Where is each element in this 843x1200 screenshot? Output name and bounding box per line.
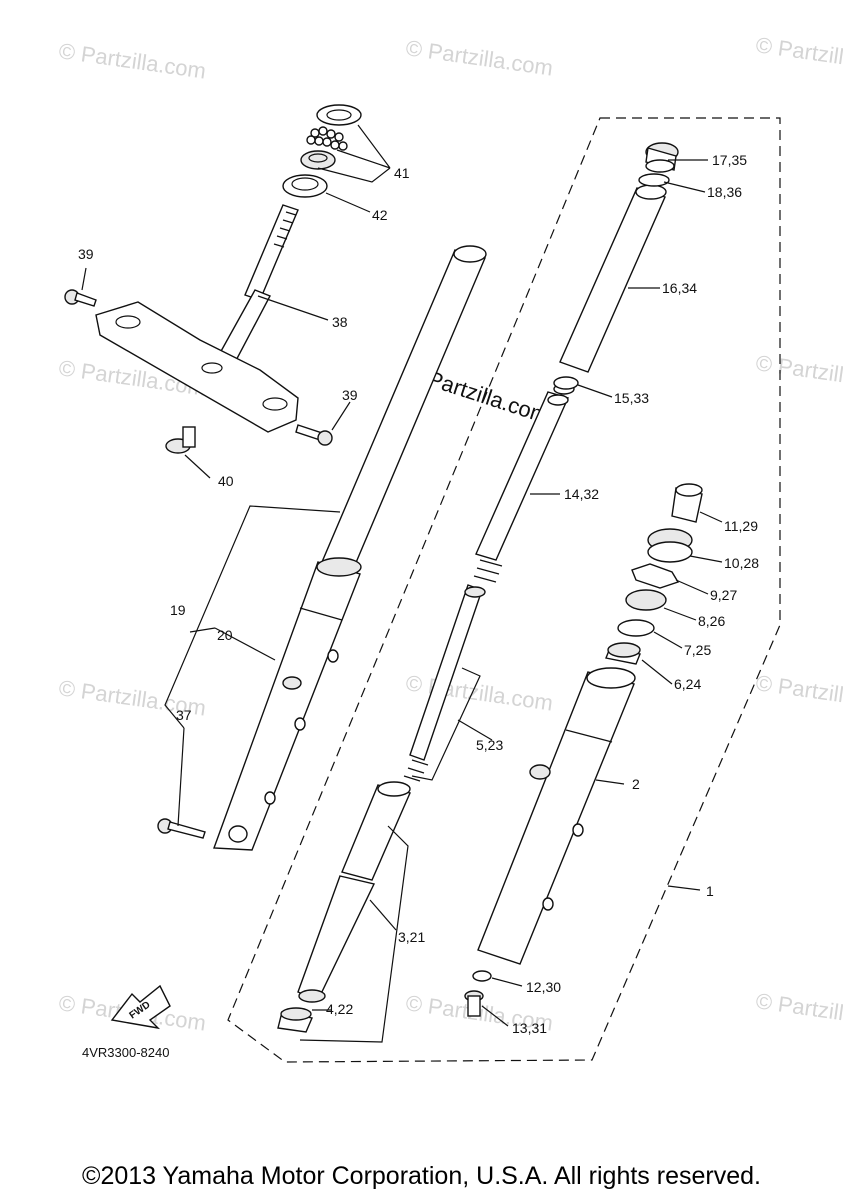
callout-8-26: 8,26 xyxy=(698,613,725,629)
left-fork-assembly xyxy=(157,245,487,851)
callout-7-25: 7,25 xyxy=(684,642,711,658)
callout-5-23: 5,23 xyxy=(476,737,503,753)
outer-tube-right xyxy=(477,671,635,965)
assembly-boundary xyxy=(227,117,781,1063)
callout-4-22: 4,22 xyxy=(326,1001,353,1017)
callout-15-33: 15,33 xyxy=(614,390,649,406)
callout-10-28: 10,28 xyxy=(724,555,759,571)
callout-2: 2 xyxy=(632,776,640,792)
steering-stem-thread xyxy=(244,204,299,301)
callout-14-32: 14,32 xyxy=(564,486,599,502)
under-bracket xyxy=(95,301,299,433)
clip-9 xyxy=(631,563,680,589)
damper-internals xyxy=(277,142,679,1033)
watermark: © Partzilla.com xyxy=(754,350,843,395)
callout-16-34: 16,34 xyxy=(662,280,697,296)
damper-tube xyxy=(341,784,411,881)
collar-40 xyxy=(165,426,196,454)
callout-1: 1 xyxy=(706,883,714,899)
callout-39-right: 39 xyxy=(342,387,358,403)
callout-labels: 41 42 38 39 39 40 19 20 37 17,35 18,36 1… xyxy=(78,152,759,1060)
callout-37: 37 xyxy=(176,707,192,723)
watermark: © Partzilla.com xyxy=(57,38,207,83)
steering-stem-group xyxy=(64,104,362,454)
fwd-arrow-icon: FWD xyxy=(110,984,171,1030)
bolt-13 xyxy=(464,990,484,1017)
callout-18-36: 18,36 xyxy=(707,184,742,200)
spacer-tube xyxy=(559,187,666,373)
callout-9-27: 9,27 xyxy=(710,587,737,603)
bearing-race-top xyxy=(316,104,362,126)
callout-19: 19 xyxy=(170,602,186,618)
callout-12-30: 12,30 xyxy=(526,979,561,995)
right-fork-outer xyxy=(464,483,703,1017)
bolt-37 xyxy=(157,818,206,839)
callout-13-31: 13,31 xyxy=(512,1020,547,1036)
watermark: © Partzilla.com xyxy=(754,32,843,77)
callout-17-35: 17,35 xyxy=(712,152,747,168)
bolt-39-right xyxy=(295,424,333,446)
washer-15 xyxy=(553,376,579,390)
bolt-39-left xyxy=(64,289,97,307)
callout-20: 20 xyxy=(217,627,233,643)
bearing-race-lower xyxy=(300,150,336,170)
callout-41: 41 xyxy=(394,165,410,181)
callout-42: 42 xyxy=(372,207,388,223)
bearing-balls xyxy=(306,126,348,151)
callout-11-29: 11,29 xyxy=(724,518,758,534)
watermark: © Partzilla.com xyxy=(404,35,554,80)
callout-39-left: 39 xyxy=(78,246,94,262)
diagram-code: 4VR3300-8240 xyxy=(82,1045,169,1060)
outer-tube-left xyxy=(213,561,361,851)
cap-bolt xyxy=(645,142,679,173)
callout-6-24: 6,24 xyxy=(674,676,701,692)
washer-7 xyxy=(617,619,655,637)
oil-seal-8 xyxy=(625,589,667,611)
callout-38: 38 xyxy=(332,314,348,330)
leader-lines xyxy=(81,124,723,1043)
watermark: © Partzilla.com xyxy=(754,670,843,715)
callout-40: 40 xyxy=(218,473,234,489)
watermark: © Partzilla.com xyxy=(754,988,843,1033)
o-ring xyxy=(638,173,670,187)
inner-tube-left xyxy=(321,249,486,573)
gasket-12 xyxy=(472,970,492,982)
copyright-notice: ©2013 Yamaha Motor Corporation, U.S.A. A… xyxy=(82,1162,761,1190)
callout-3-21: 3,21 xyxy=(398,929,425,945)
